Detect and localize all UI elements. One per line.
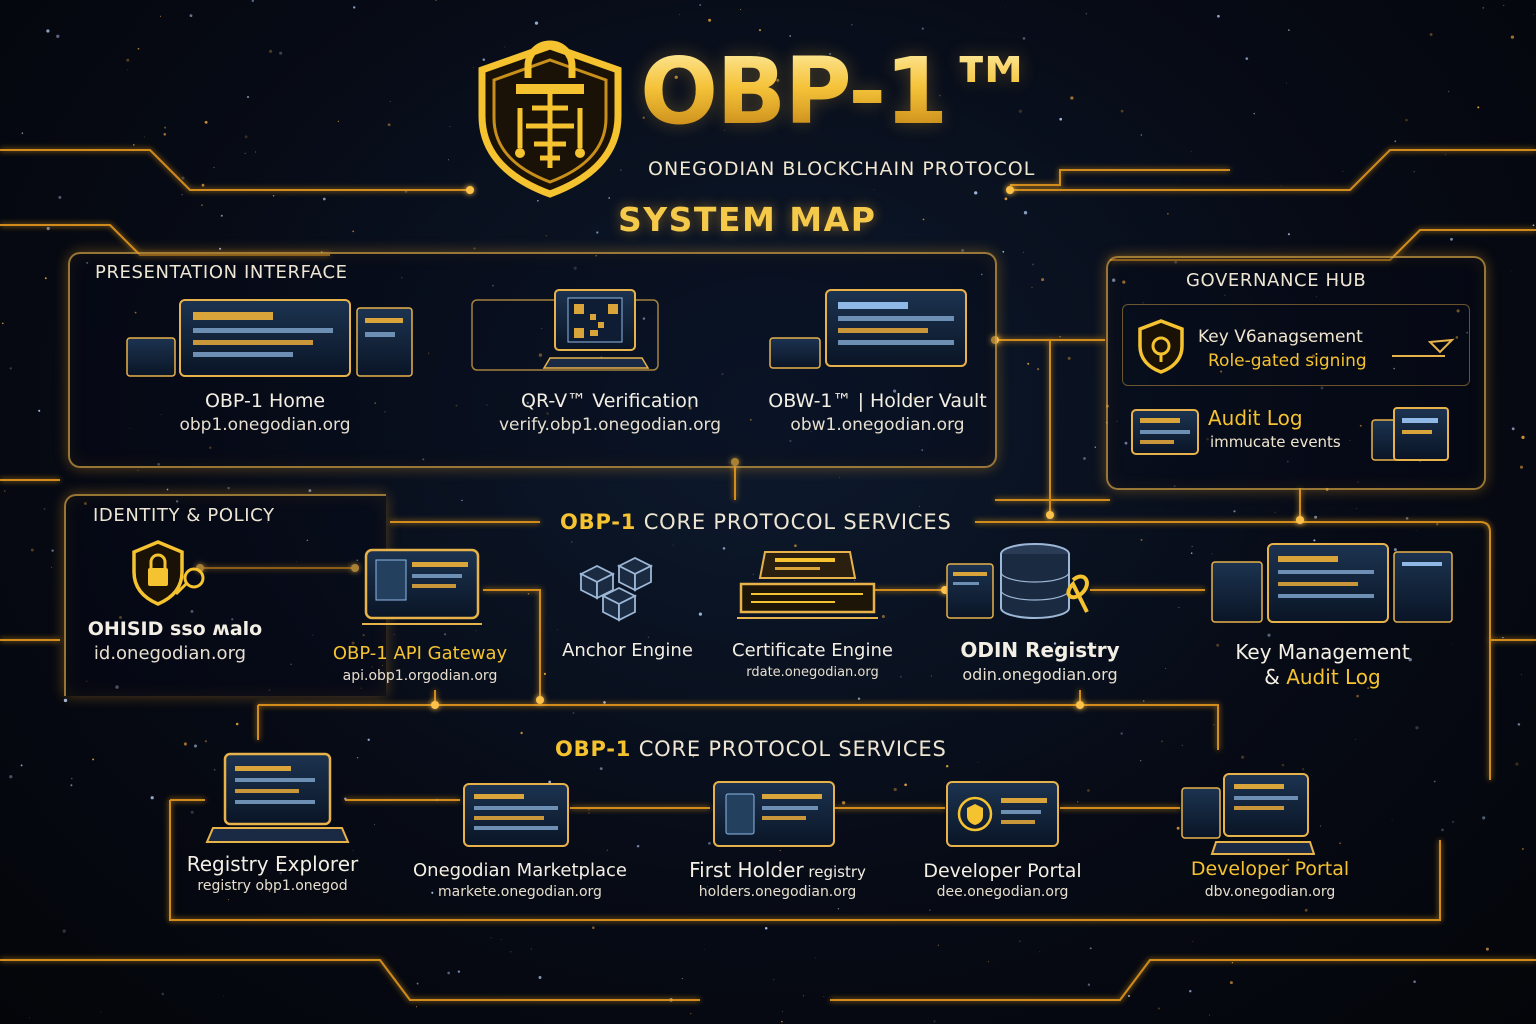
governance-role-signing-text: Role-gated signing — [1208, 351, 1367, 371]
node-developer-portal-2-url[interactable]: dbv.onegodian.org — [1204, 884, 1336, 900]
registry-explorer-laptop-icon — [205, 752, 350, 843]
governance-section-label: GOVERNANCE HUB — [1186, 270, 1367, 291]
node-qr-verification-label: QR-V™ Verification — [521, 390, 699, 412]
odin-database-icon — [946, 543, 1089, 619]
brand-subtitle: ONEGODIAN BLOCKCHAIN PROTOCOL — [648, 158, 1036, 180]
node-odin-registry-url[interactable]: odin.onegodian.org — [962, 665, 1118, 684]
node-first-holder-label: First Holder registry — [665, 858, 890, 882]
holder-vault-icon — [769, 289, 967, 369]
api-gateway-icon — [362, 548, 482, 625]
node-key-management-label: Key Management — [1235, 640, 1410, 664]
node-developer-portal-1-label: Developer Portal — [923, 860, 1082, 882]
sso-lock-icon — [132, 540, 205, 606]
node-api-gateway-label: OBP-1 API Gateway — [332, 643, 508, 664]
node-obp1-home-url[interactable]: obp1.onegodian.org — [179, 415, 351, 435]
core-services-band-2: OBP-1 CORE PROTOCOL SERVICES — [555, 737, 947, 761]
node-first-holder-title: First Holder — [689, 858, 804, 882]
node-developer-portal-2-label: Developer Portal — [1190, 858, 1350, 880]
node-registry-explorer-url[interactable]: registry obp1.onegod — [197, 878, 348, 894]
core-band-2-rest: CORE PROTOCOL SERVICES — [631, 737, 947, 761]
key-management-screens-icon — [1211, 543, 1453, 623]
first-holder-screen-icon — [713, 781, 835, 847]
node-certificate-engine-label: Certificate Engine — [732, 640, 893, 661]
developer-portal-screen-icon — [946, 781, 1059, 847]
core-band-2-highlight: OBP-1 — [555, 737, 632, 761]
shield-lock-logo-icon — [478, 40, 622, 198]
node-qr-verification-url[interactable]: verify.obp1.onegodian.org — [499, 415, 721, 435]
developer-portal-laptop-icon — [1181, 773, 1315, 855]
certificate-printer-icon — [737, 551, 878, 619]
signing-pen-icon — [1392, 338, 1455, 357]
identity-policy-panel — [64, 494, 386, 696]
node-key-management-audit-log: Audit Log — [1286, 665, 1381, 689]
node-certificate-engine-url[interactable]: rdate.onegodian.org — [746, 665, 879, 680]
node-first-holder-url[interactable]: holders.onegodian.org — [698, 884, 857, 900]
node-holder-vault-url[interactable]: obw1.onegodian.org — [790, 415, 965, 435]
node-sso-label: OHISID sso ʍalo — [87, 618, 263, 640]
core-services-band-1: OBP-1 CORE PROTOCOL SERVICES — [560, 510, 952, 534]
node-holder-vault-label: OBW-1™ | Holder Vault — [768, 390, 987, 412]
identity-section-label: IDENTITY & POLICY — [93, 505, 275, 526]
node-registry-explorer-label: Registry Explorer — [186, 852, 359, 876]
home-dashboard-icon — [126, 299, 413, 377]
node-marketplace-url[interactable]: markete.onegodian.org — [438, 884, 602, 900]
key-shield-icon — [1138, 319, 1184, 374]
governance-key-management-text: Key V6anagsement — [1198, 327, 1363, 347]
node-odin-registry-label: ODIN Registry — [960, 638, 1120, 662]
node-api-gateway-url[interactable]: api.obp1.orgodian.org — [342, 668, 498, 684]
node-anchor-engine-label: Anchor Engine — [562, 640, 693, 661]
node-marketplace-label: Onegodian Marketplace — [413, 860, 627, 881]
audit-screens-icon — [1371, 407, 1449, 461]
node-first-holder-registry: registry — [803, 863, 866, 881]
marketplace-screen-icon — [463, 783, 569, 847]
map-title: SYSTEM MAP — [618, 200, 877, 239]
audit-monitor-icon — [1131, 409, 1199, 455]
node-obp1-home-label: OBP-1 Home — [204, 390, 326, 412]
governance-audit-log-title: Audit Log — [1208, 406, 1303, 430]
qr-verification-icon — [471, 289, 659, 371]
node-sso-url[interactable]: id.onegodian.org — [93, 643, 247, 664]
core-band-1-highlight: OBP-1 — [560, 510, 637, 534]
core-band-1-rest: CORE PROTOCOL SERVICES — [636, 510, 952, 534]
node-key-management-audit: & Audit Log — [1220, 665, 1425, 689]
brand-title: OBP-1™ — [640, 38, 1038, 145]
presentation-section-label: PRESENTATION INTERFACE — [95, 262, 348, 283]
governance-audit-events-text: immucate events — [1210, 433, 1341, 451]
node-developer-portal-1-url[interactable]: dee.onegodian.org — [936, 884, 1069, 900]
node-key-management-amp: & — [1264, 665, 1287, 689]
anchor-cubes-icon — [578, 556, 654, 622]
governance-inner-box — [1122, 304, 1470, 386]
